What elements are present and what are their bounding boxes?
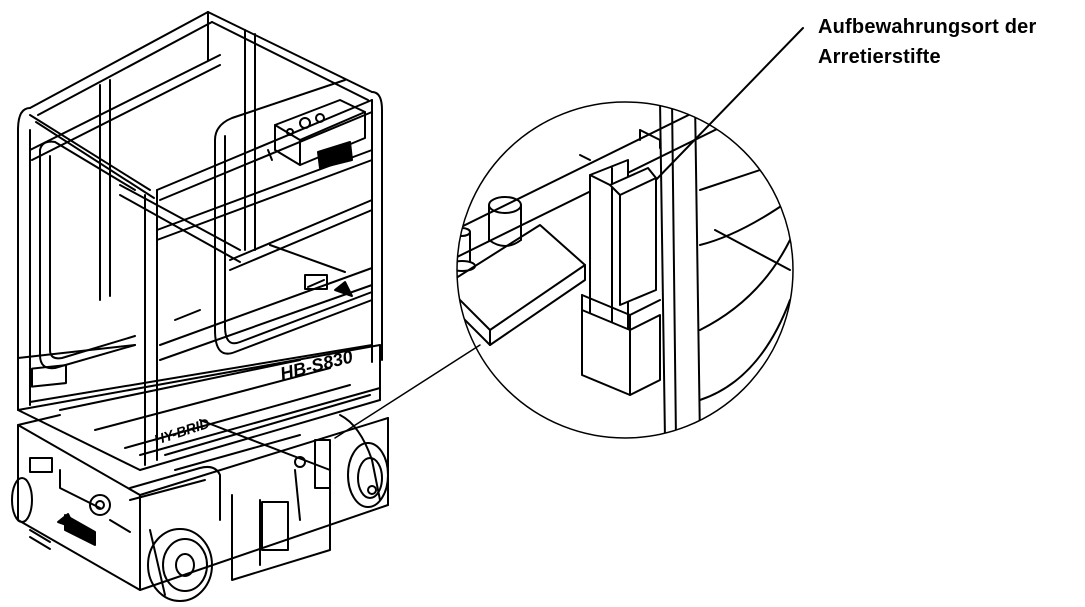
guard-rail-cage	[17, 11, 383, 466]
platform-deck	[17, 244, 381, 471]
model-decal: HB-S830	[278, 347, 355, 384]
control-box	[267, 99, 366, 169]
callout-line-1: Aufbewahrungsort der	[818, 16, 1037, 38]
detail-leader-line	[334, 344, 481, 439]
callout-leader-line	[649, 27, 804, 187]
front-wheel	[147, 528, 213, 602]
detail-magnifier	[456, 101, 794, 439]
front-warning-decal	[57, 513, 76, 529]
callout-label: Aufbewahrungsort der Arretierstifte	[818, 12, 1080, 72]
callout-line-2: Arretierstifte	[818, 46, 941, 68]
warning-decal	[334, 281, 353, 297]
left-wheel	[11, 477, 33, 523]
rear-wheel	[347, 442, 389, 508]
